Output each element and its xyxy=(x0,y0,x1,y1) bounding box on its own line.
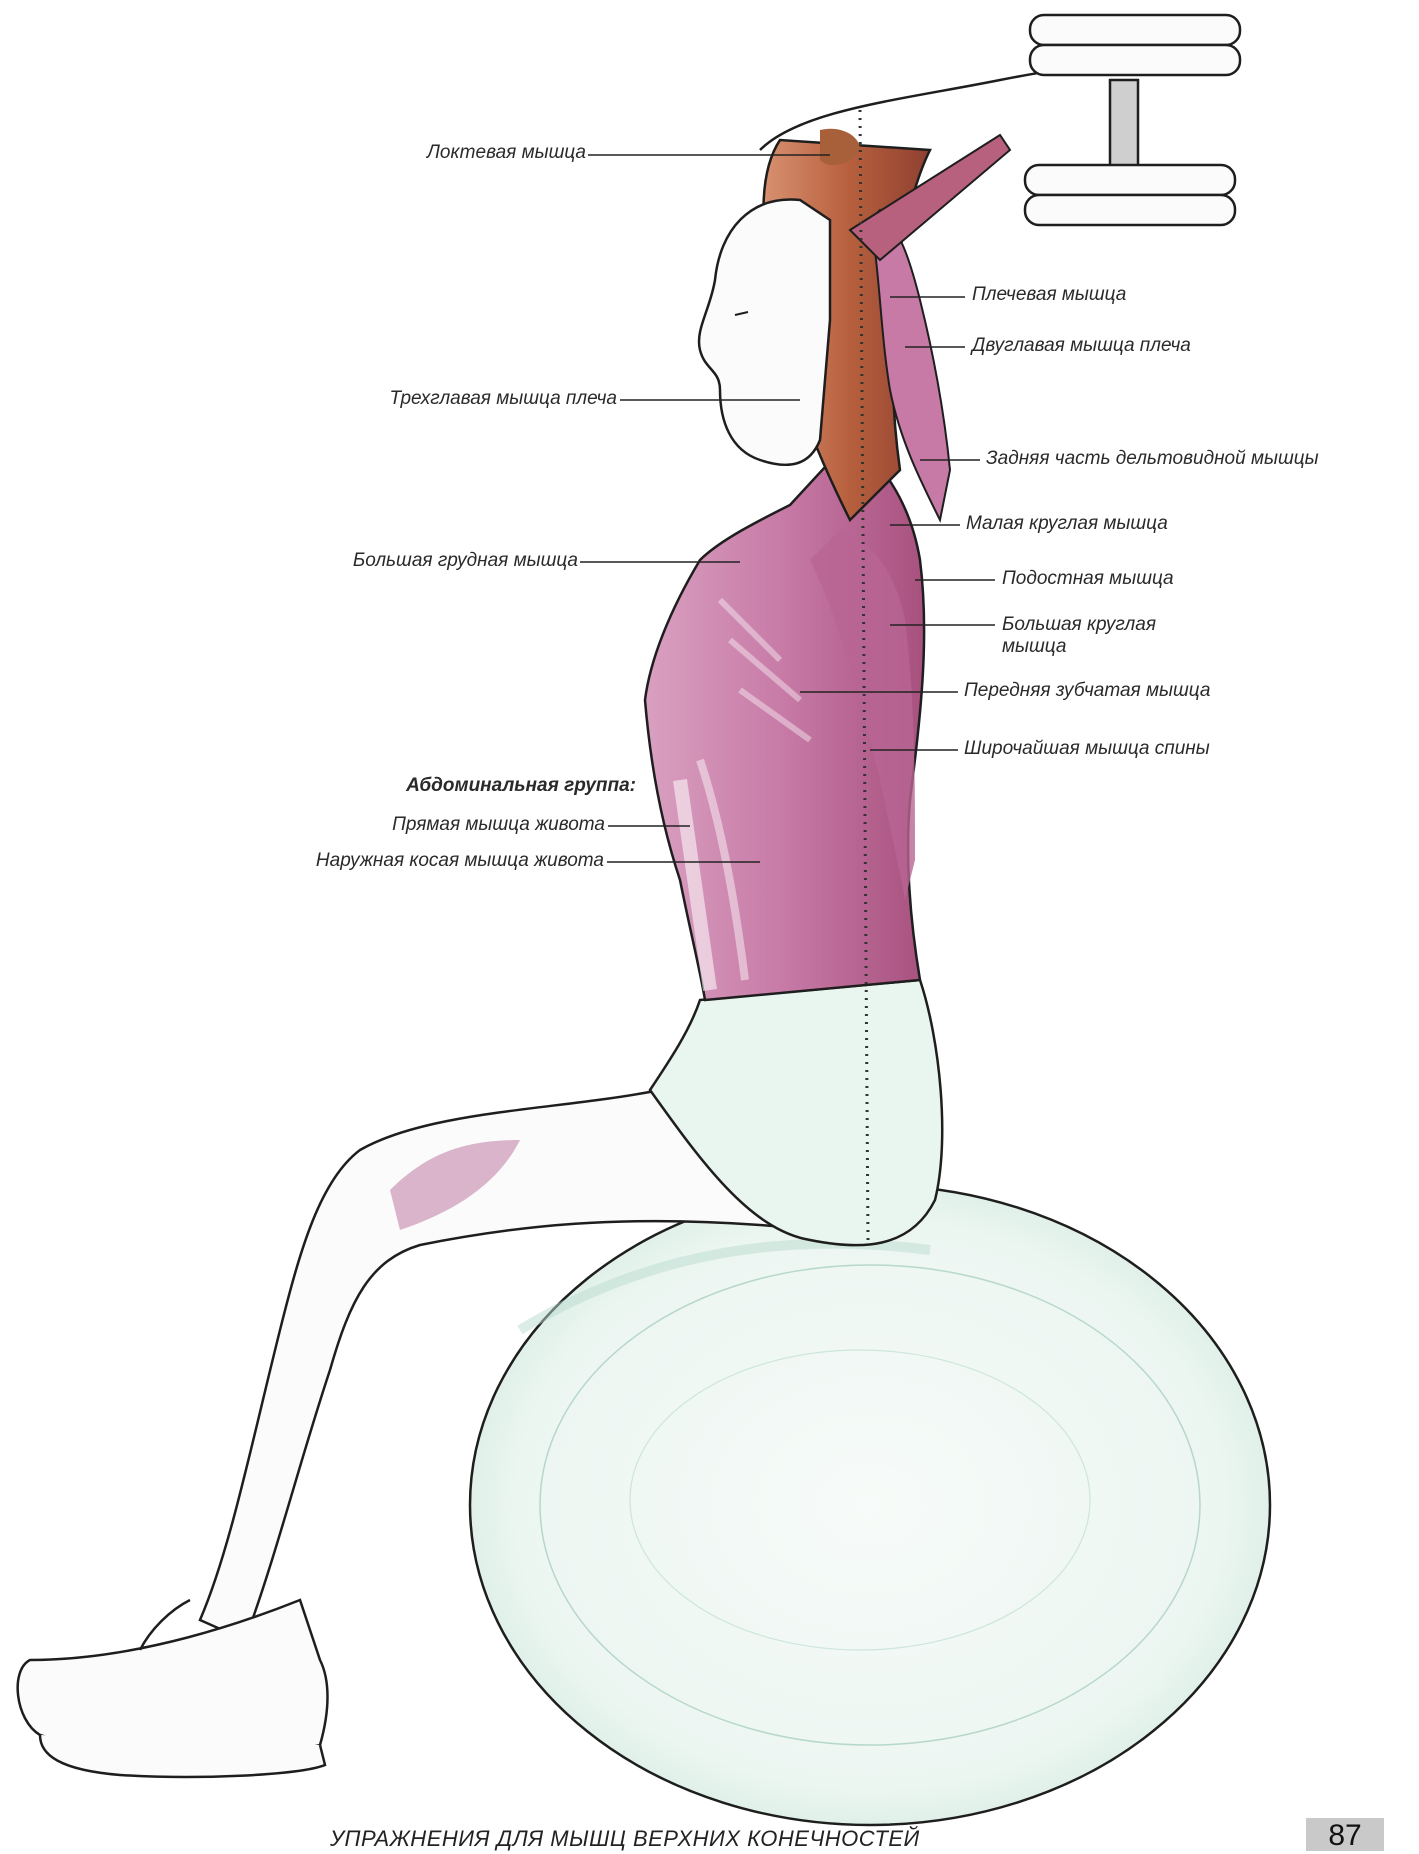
label-brachialis: Плечевая мышца xyxy=(972,284,1126,306)
exercise-ball xyxy=(470,1185,1270,1825)
page-number: 87 xyxy=(1306,1818,1384,1851)
label-infraspinatus: Подостная мышца xyxy=(1002,568,1174,590)
chapter-footer-title: УПРАЖНЕНИЯ ДЛЯ МЫШЦ ВЕРХНИХ КОНЕЧНОСТЕЙ xyxy=(330,1826,920,1852)
dumbbell-icon xyxy=(1025,15,1240,225)
label-posterior-deltoid: Задняя часть дельтовидной мышцы xyxy=(986,448,1319,470)
label-teres-major-line1: Большая круглая xyxy=(1002,614,1156,635)
label-abdominal-group-heading: Абдоминальная группа: xyxy=(406,775,636,797)
label-teres-major-line2: мышца xyxy=(1002,636,1066,657)
label-external-oblique: Наружная косая мышца живота xyxy=(316,850,604,872)
label-biceps: Двуглавая мышца плеча xyxy=(972,335,1191,357)
label-rectus-abdominis: Прямая мышца живота xyxy=(392,814,605,836)
label-serratus-anterior: Передняя зубчатая мышца xyxy=(964,680,1210,702)
torso-muscles xyxy=(645,440,924,1000)
label-pectoralis-major: Большая грудная мышца xyxy=(353,550,578,572)
label-teres-minor: Малая круглая мышца xyxy=(966,513,1168,535)
label-latissimus-dorsi: Широчайшая мышца спины xyxy=(964,738,1210,760)
label-teres-major: Большая круглая мышца xyxy=(1002,614,1156,658)
head xyxy=(699,200,830,465)
label-triceps: Трехглавая мышца плеча xyxy=(390,388,617,410)
label-anconeus: Локтевая мышца xyxy=(427,142,586,164)
